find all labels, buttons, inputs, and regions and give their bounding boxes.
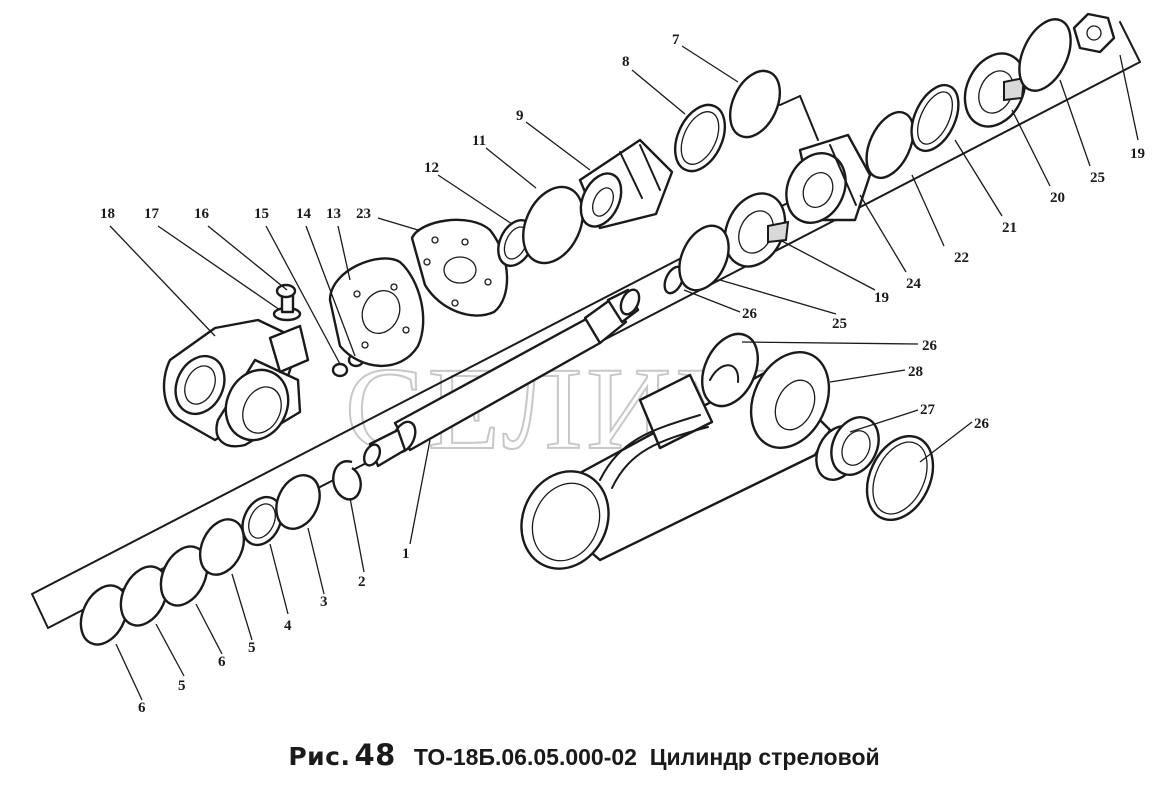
castle-nut — [1072, 12, 1116, 54]
bolt-with-washer — [272, 283, 302, 322]
retaining-snap-ring — [865, 434, 935, 522]
callout-21: 22 — [954, 250, 969, 266]
callout-26-lower: 26 — [974, 416, 990, 432]
callout-26-upper: 26 — [922, 338, 938, 354]
figure-caption: Рис.48 ТО-18Б.06.05.000-02 Цилиндр стрело… — [0, 738, 1168, 772]
callout-19-upper: 20 — [1050, 190, 1065, 206]
piston-rod — [362, 288, 641, 468]
callout-27: 27 — [920, 402, 936, 418]
rod-guide-bushing — [578, 138, 674, 230]
callout-5-right: 5 — [248, 640, 256, 656]
callout-2: 2 — [358, 574, 366, 590]
callout-6-left: 6 — [138, 700, 146, 716]
cylinder-barrel — [520, 332, 832, 570]
callout-5-left: 5 — [178, 678, 186, 694]
seal-rings-upper-row — [497, 69, 782, 267]
figure-title: Цилиндр стреловой — [649, 744, 880, 770]
callout-4: 4 — [284, 618, 292, 634]
seal-rings-lower-row — [79, 460, 362, 646]
callout-25-lower: 25 — [832, 316, 847, 332]
callout-8: 8 — [622, 54, 630, 70]
callout-17: 18 — [100, 206, 115, 222]
callout-labels: 18 17 16 15 14 13 23 12 11 9 8 7 19 25 2… — [100, 32, 1145, 716]
callout-19-lower: 19 — [874, 290, 889, 306]
callout-15: 16 — [194, 206, 210, 222]
figure-label: Рис.48 — [288, 738, 396, 772]
rod-clevis — [162, 318, 310, 448]
split-ring-upper — [963, 52, 1027, 128]
callout-leader-lines — [109, 45, 1139, 701]
figure-prefix: Рис. — [288, 742, 351, 771]
callout-23: 23 — [356, 206, 371, 222]
flange-disc — [410, 218, 509, 317]
callout-24: 26 — [742, 306, 758, 322]
split-ring-lower — [723, 192, 790, 268]
callout-16: 17 — [144, 206, 160, 222]
callout-12: 13 — [326, 206, 341, 222]
callout-25-upper: 25 — [1090, 170, 1105, 186]
callout-9: 9 — [516, 108, 524, 124]
spherical-bearing — [815, 416, 880, 481]
callout-18: 19 — [1130, 146, 1145, 162]
piston-seal — [785, 133, 872, 224]
callout-10: 11 — [472, 133, 486, 149]
callout-20: 21 — [1002, 220, 1017, 236]
callout-3: 3 — [320, 594, 328, 610]
document-code: ТО-18Б.06.05.000-02 — [413, 744, 637, 770]
callout-14: 15 — [254, 206, 269, 222]
callout-7: 7 — [672, 32, 680, 48]
seal-rings-right — [663, 18, 1072, 295]
callout-22: 24 — [906, 276, 922, 292]
piston-plate — [328, 257, 425, 368]
callout-11: 12 — [424, 160, 439, 176]
callout-1: 1 — [402, 546, 410, 562]
figure-number: 48 — [354, 738, 396, 772]
callout-28: 28 — [908, 364, 923, 380]
callout-6-right: 6 — [218, 654, 226, 670]
callout-13: 14 — [296, 206, 312, 222]
